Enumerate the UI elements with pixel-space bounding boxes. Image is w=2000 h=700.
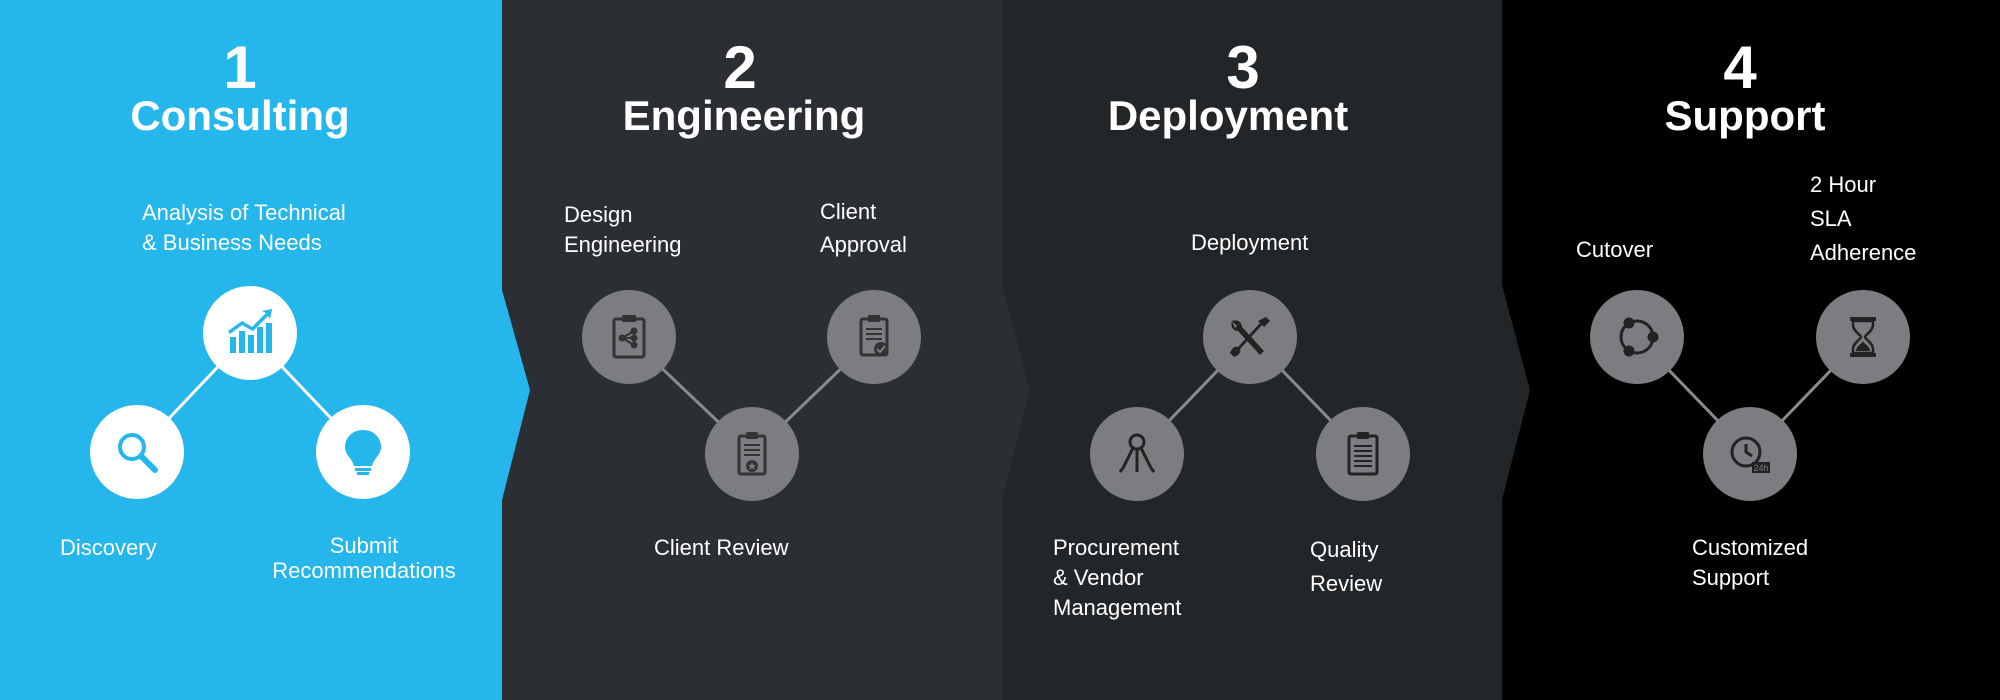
bar-chart-trend-icon — [203, 286, 297, 380]
keys-icon — [1090, 407, 1184, 501]
node-label: 2 Hour SLA Adherence — [1810, 172, 1917, 265]
cycle-arrows-icon — [1590, 290, 1684, 384]
phase-title: Engineering — [622, 92, 866, 139]
clipboard-star-icon — [705, 407, 799, 501]
node-label: Cutover — [1576, 237, 1654, 262]
hourglass-icon — [1816, 290, 1910, 384]
wrench-screwdriver-icon — [1203, 290, 1297, 384]
lightbulb-icon — [316, 405, 410, 499]
svg-text:24h: 24h — [1753, 463, 1768, 473]
magnifier-icon — [90, 405, 184, 499]
phase-title: Support — [1664, 92, 1826, 139]
phase-title: Consulting — [130, 92, 350, 139]
node-label: Deployment — [1191, 230, 1309, 255]
phase-number: 3 — [1226, 34, 1260, 101]
phase-title: Deployment — [1107, 92, 1349, 139]
node-label: Client Review — [654, 535, 789, 560]
node-label: Client Approval — [820, 199, 907, 257]
node-label: Quality Review — [1310, 537, 1383, 596]
node-label: Submit Recommendations — [272, 533, 456, 583]
clock-24-icon: 24h — [1703, 407, 1797, 501]
clipboard-list-icon — [1316, 407, 1410, 501]
node-label: Procurement & Vendor Management — [1053, 535, 1182, 620]
clipboard-diagram-icon — [582, 290, 676, 384]
node-label: Customized Support — [1692, 535, 1809, 590]
phase-number: 2 — [723, 34, 757, 101]
clipboard-check-icon — [827, 290, 921, 384]
phase-number: 4 — [1723, 34, 1757, 101]
node-label: Analysis of Technical & Business Needs — [142, 200, 346, 255]
node-label: Discovery — [60, 535, 157, 560]
phase-number: 1 — [223, 34, 257, 101]
node-label: Design Engineering — [564, 202, 682, 257]
